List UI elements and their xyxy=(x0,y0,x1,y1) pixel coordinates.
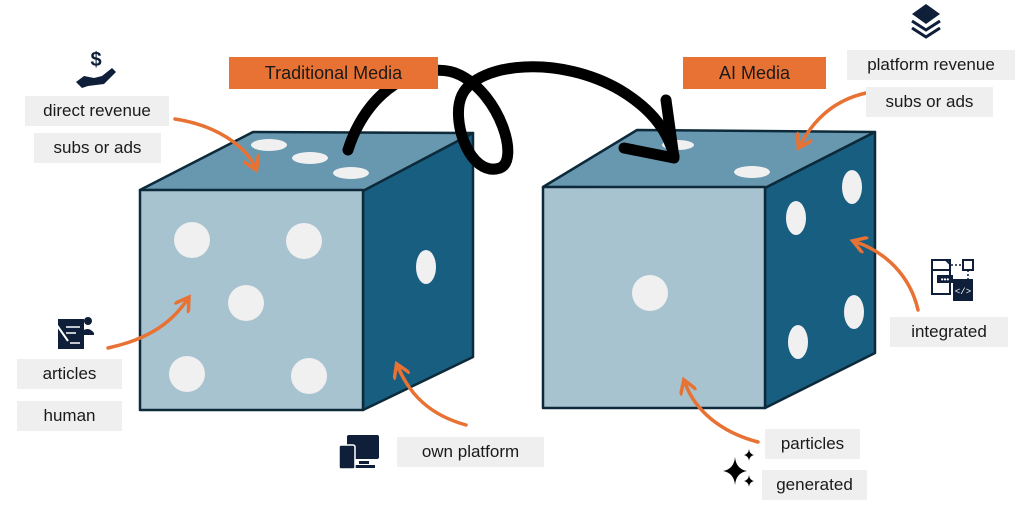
arrow-platform-revenue xyxy=(800,91,868,145)
traditional-media-title: Traditional Media xyxy=(229,57,438,89)
pip xyxy=(169,356,205,392)
svg-text:•••: ••• xyxy=(941,275,950,284)
pip xyxy=(174,222,210,258)
layers-icon xyxy=(911,4,941,39)
annotation-arrows xyxy=(106,91,920,444)
pip xyxy=(286,223,322,259)
arrow-particles xyxy=(685,383,760,444)
label-subs-or-ads-left: subs or ads xyxy=(34,133,161,163)
svg-text:</>: </> xyxy=(955,287,971,297)
pip xyxy=(786,201,806,235)
label-platform-revenue: platform revenue xyxy=(847,50,1015,80)
pip xyxy=(842,170,862,204)
label-subs-or-ads-right: subs or ads xyxy=(866,87,993,117)
devices-icon xyxy=(338,435,379,470)
pip xyxy=(333,167,369,179)
money-hand-icon: $ xyxy=(76,49,116,88)
pip xyxy=(228,285,264,321)
pip xyxy=(291,358,327,394)
code-integration-icon: ••• </> xyxy=(931,259,974,301)
pip xyxy=(292,152,328,164)
sparkles-icon xyxy=(723,449,754,487)
label-articles: articles xyxy=(17,359,122,389)
arrow-own-platform xyxy=(398,367,468,427)
label-particles: particles xyxy=(765,429,860,459)
pip xyxy=(632,275,668,311)
pip xyxy=(788,325,808,359)
pip xyxy=(251,139,287,151)
right-die xyxy=(541,128,877,410)
arrow-articles xyxy=(106,300,187,350)
label-generated: generated xyxy=(762,470,867,500)
pip xyxy=(734,166,770,178)
label-direct-revenue: direct revenue xyxy=(25,96,169,126)
arrow-direct-revenue xyxy=(173,117,255,167)
label-own-platform: own platform xyxy=(397,437,544,467)
right-die-pips xyxy=(632,140,864,359)
pip xyxy=(416,250,436,284)
label-human: human xyxy=(17,401,122,431)
label-integrated: integrated xyxy=(890,317,1008,347)
pip xyxy=(844,295,864,329)
writing-person-icon xyxy=(53,317,94,349)
left-die-pips xyxy=(169,139,436,394)
ai-media-title: AI Media xyxy=(683,57,826,89)
svg-text:$: $ xyxy=(90,49,101,71)
arrow-integrated xyxy=(856,242,920,312)
